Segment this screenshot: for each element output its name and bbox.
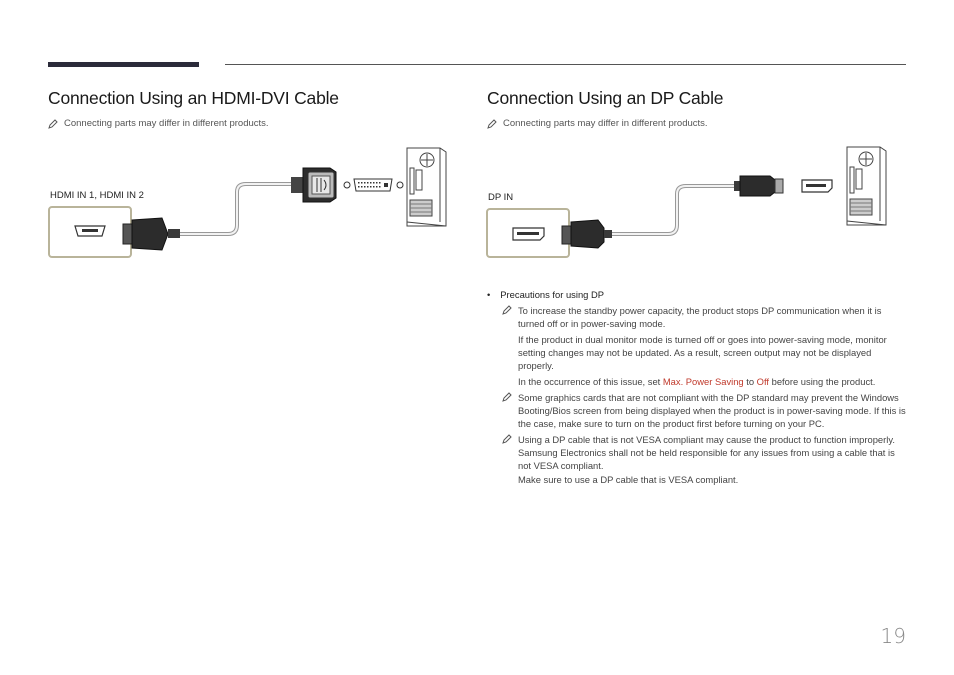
dp-plug-pc — [739, 175, 776, 197]
note-row-3: Using a DP cable that is not VESA compli… — [502, 433, 907, 486]
note1-paragraph-2: If the product in dual monitor mode is t… — [518, 334, 887, 371]
pc-tower-icon-dp — [846, 146, 887, 226]
note1-paragraph-3: In the occurrence of this issue, set Max… — [518, 376, 876, 387]
pc-tower-icon — [406, 147, 447, 227]
note1-paragraph-1: To increase the standby power capacity, … — [518, 305, 882, 329]
header-accent-bar — [48, 62, 199, 67]
section-title-dp: Connection Using an DP Cable — [487, 88, 724, 108]
note3-paragraph-1: Using a DP cable that is not VESA compli… — [518, 434, 895, 471]
pencil-icon — [48, 118, 58, 129]
setting-name-highlight: Max. Power Saving — [662, 376, 744, 387]
note3-paragraph-2: Make sure to use a DP cable that is VESA… — [518, 474, 739, 485]
pencil-icon — [502, 392, 512, 402]
note-text: Connecting parts may differ in different… — [503, 118, 708, 129]
precautions-heading-row: • Precautions for using DP — [487, 288, 907, 301]
dp-plug-monitor — [570, 219, 605, 249]
page-number: 19 — [880, 624, 906, 648]
note-text: Connecting parts may differ in different… — [64, 118, 269, 129]
dp-port-label: DP IN — [488, 192, 514, 203]
section-title-hdmi-dvi: Connection Using an HDMI-DVI Cable — [48, 88, 339, 108]
precautions-heading: Precautions for using DP — [500, 289, 604, 300]
pencil-icon — [502, 434, 512, 444]
hdmi-plug-body — [131, 217, 169, 251]
hdmi-port-label: HDMI IN 1, HDMI IN 2 — [50, 190, 144, 201]
setting-value-highlight: Off — [756, 376, 770, 387]
note2-paragraph: Some graphics cards that are not complia… — [518, 392, 906, 429]
header-rule — [225, 64, 906, 65]
precautions-section: • Precautions for using DP To increase t… — [487, 288, 907, 486]
pencil-icon — [502, 305, 512, 315]
bullet-dot: • — [487, 289, 491, 300]
pencil-icon — [487, 118, 497, 129]
note-row-2: Some graphics cards that are not complia… — [502, 391, 907, 430]
note-dp: Connecting parts may differ in different… — [487, 118, 708, 129]
note-row-1: To increase the standby power capacity, … — [502, 304, 907, 388]
dvi-port-icon — [353, 178, 393, 192]
note-hdmi-dvi: Connecting parts may differ in different… — [48, 118, 269, 129]
